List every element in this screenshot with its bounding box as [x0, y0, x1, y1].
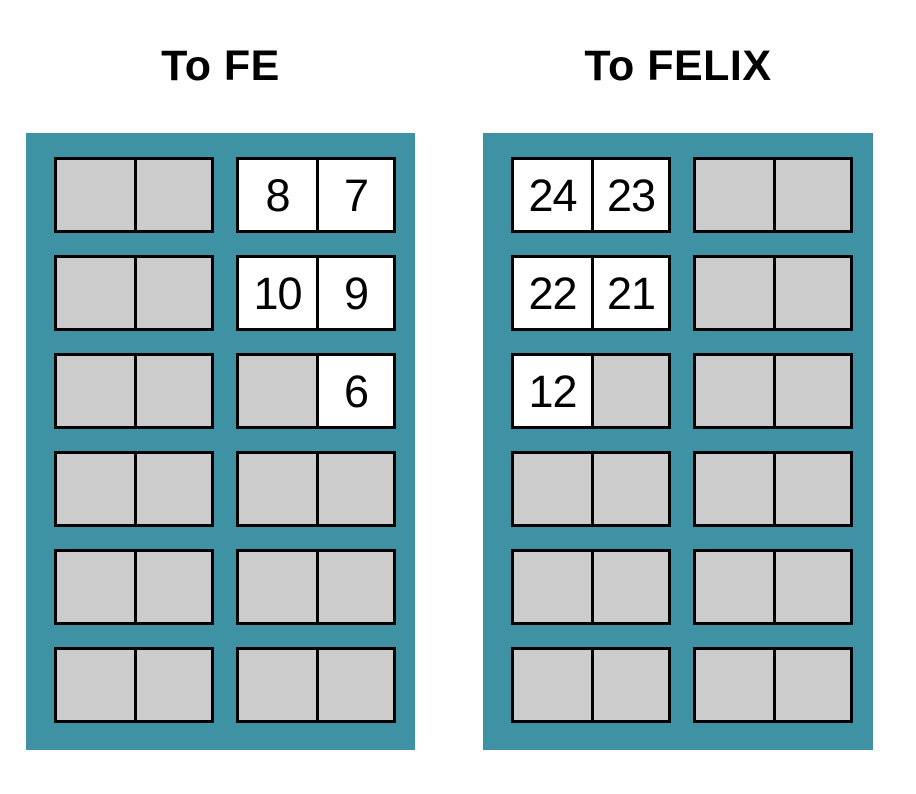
board-row: 6: [54, 353, 396, 429]
empty-cell[interactable]: [134, 258, 211, 328]
cell-pair: [54, 647, 214, 723]
empty-cell[interactable]: [696, 454, 773, 524]
value-cell[interactable]: 8: [239, 160, 316, 230]
cell-pair: [693, 451, 853, 527]
empty-cell[interactable]: [57, 160, 134, 230]
empty-cell[interactable]: [591, 650, 668, 720]
empty-cell[interactable]: [773, 160, 850, 230]
empty-cell[interactable]: [57, 258, 134, 328]
empty-cell[interactable]: [134, 650, 211, 720]
empty-cell[interactable]: [514, 650, 591, 720]
cell-pair: [54, 157, 214, 233]
empty-cell[interactable]: [316, 650, 393, 720]
empty-cell[interactable]: [514, 454, 591, 524]
board-row: [511, 647, 853, 723]
value-cell[interactable]: 24: [514, 160, 591, 230]
empty-cell[interactable]: [696, 356, 773, 426]
empty-cell[interactable]: [773, 552, 850, 622]
value-cell[interactable]: 23: [591, 160, 668, 230]
empty-cell[interactable]: [134, 160, 211, 230]
empty-cell[interactable]: [57, 356, 134, 426]
cell-pair: [693, 157, 853, 233]
value-cell[interactable]: 12: [514, 356, 591, 426]
cell-pair: 6: [236, 353, 396, 429]
empty-cell[interactable]: [591, 552, 668, 622]
empty-cell[interactable]: [696, 552, 773, 622]
panel-title-to-fe: To FE: [161, 42, 280, 90]
cell-pair: [693, 647, 853, 723]
value-cell[interactable]: 22: [514, 258, 591, 328]
empty-cell[interactable]: [696, 160, 773, 230]
board-row: [511, 549, 853, 625]
cell-pair: [693, 549, 853, 625]
empty-cell[interactable]: [591, 454, 668, 524]
value-cell[interactable]: 6: [316, 356, 393, 426]
empty-cell[interactable]: [696, 258, 773, 328]
board-row: [54, 549, 396, 625]
value-cell[interactable]: 10: [239, 258, 316, 328]
board-row: [54, 647, 396, 723]
empty-cell[interactable]: [773, 454, 850, 524]
cell-pair: [54, 353, 214, 429]
value-cell[interactable]: 21: [591, 258, 668, 328]
panel-title-to-felix: To FELIX: [584, 42, 772, 90]
board-row: [54, 451, 396, 527]
cell-pair: [511, 647, 671, 723]
cell-pair: [693, 255, 853, 331]
empty-cell[interactable]: [316, 552, 393, 622]
empty-cell[interactable]: [239, 356, 316, 426]
empty-cell[interactable]: [134, 356, 211, 426]
cell-pair: [54, 255, 214, 331]
empty-cell[interactable]: [696, 650, 773, 720]
cell-pair: [693, 353, 853, 429]
empty-cell[interactable]: [591, 356, 668, 426]
empty-cell[interactable]: [134, 552, 211, 622]
empty-cell[interactable]: [134, 454, 211, 524]
value-cell[interactable]: 9: [316, 258, 393, 328]
empty-cell[interactable]: [239, 454, 316, 524]
empty-cell[interactable]: [57, 454, 134, 524]
cell-pair: [236, 647, 396, 723]
board-row: [511, 451, 853, 527]
empty-cell[interactable]: [57, 650, 134, 720]
cell-pair: [236, 451, 396, 527]
cell-pair: [511, 451, 671, 527]
value-cell[interactable]: 7: [316, 160, 393, 230]
empty-cell[interactable]: [773, 356, 850, 426]
empty-cell[interactable]: [57, 552, 134, 622]
cell-pair: [54, 451, 214, 527]
cell-pair: [236, 549, 396, 625]
board-row: 12: [511, 353, 853, 429]
empty-cell[interactable]: [514, 552, 591, 622]
empty-cell[interactable]: [773, 650, 850, 720]
empty-cell[interactable]: [239, 650, 316, 720]
cell-pair: 12: [511, 353, 671, 429]
empty-cell[interactable]: [773, 258, 850, 328]
empty-cell[interactable]: [316, 454, 393, 524]
cell-pair: [511, 549, 671, 625]
empty-cell[interactable]: [239, 552, 316, 622]
cell-pair: [54, 549, 214, 625]
